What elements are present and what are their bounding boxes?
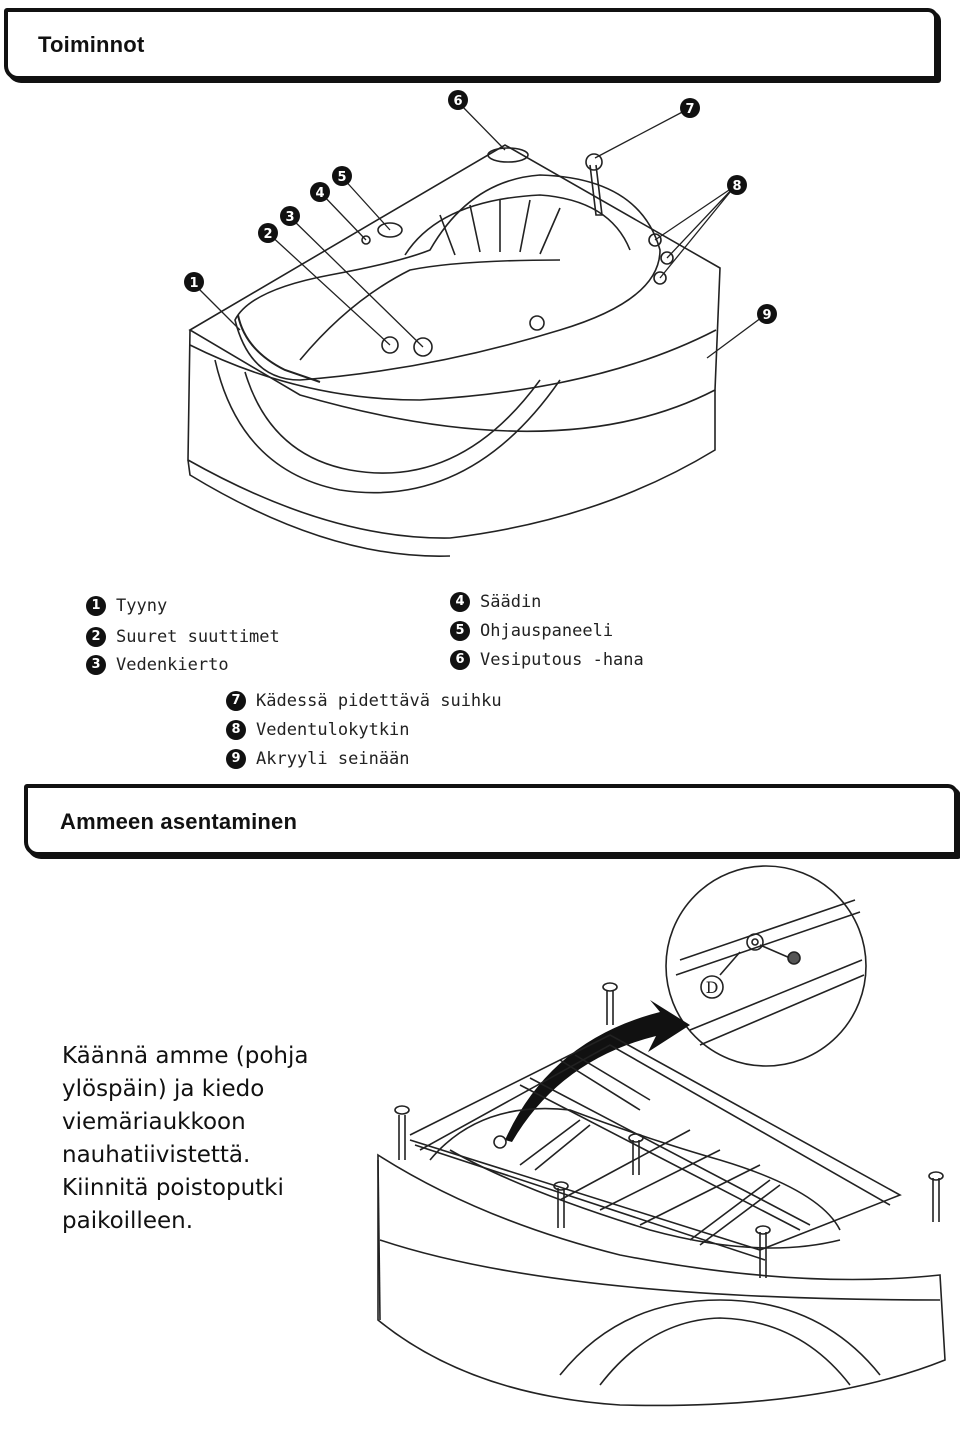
legend-number: 4 [450,592,470,612]
callout-6: 6 [453,94,462,109]
callout-5: 5 [337,170,346,185]
legend-number: 8 [226,720,246,740]
section-header-installation: Ammeen asentaminen [24,784,958,856]
legend-number: 3 [86,655,106,675]
legend-item-9: 9 Akryyli seinään [226,749,410,769]
legend-item-6: 6 Vesiputous -hana [450,650,644,670]
installation-instruction: Käännä amme (pohja ylöspäin) ja kiedo vi… [62,1040,372,1238]
detail-magnifier [665,865,867,1067]
instruction-line: ylöspäin) ja kiedo [62,1076,265,1102]
legend-label: Ohjauspaneeli [480,621,614,641]
installation-diagram: D [377,865,946,1407]
instruction-line: Käännä amme (pohja [62,1043,309,1069]
callout-4: 4 [315,186,324,201]
legend-label: Vedenkierto [116,655,229,675]
legend-number: 7 [226,691,246,711]
instruction-line: nauhatiivistettä. [62,1142,251,1168]
legend-item-8: 8 Vedentulokytkin [226,720,410,740]
legend-label: Vesiputous -hana [480,650,644,670]
legend-number: 2 [86,627,106,647]
legend-item-7: 7 Kädessä pidettävä suihku [226,691,502,711]
section-title: Toiminnot [38,32,145,57]
bathtub-features-diagram: 1 2 3 4 5 6 7 8 9 [184,90,777,557]
legend-label: Akryyli seinään [256,749,410,769]
section-title: Ammeen asentaminen [60,809,298,834]
instruction-line: Kiinnitä poistoputki [62,1175,284,1201]
legend-label: Suuret suuttimet [116,627,280,647]
legend-number: 1 [86,596,106,616]
callout-2: 2 [263,227,272,242]
instruction-line: viemäriaukkoon [62,1109,246,1135]
legend-number: 9 [226,749,246,769]
legend-item-3: 3 Vedenkierto [86,655,229,675]
legend-number: 5 [450,621,470,641]
legend-label: Kädessä pidettävä suihku [256,691,502,711]
section-header-functions: Toiminnot [4,8,938,80]
callout-9: 9 [762,308,771,323]
legend-item-5: 5 Ohjauspaneeli [450,621,613,641]
legend-label: Vedentulokytkin [256,720,410,740]
detail-label: D [706,978,719,997]
callout-7: 7 [685,102,694,117]
callout-8: 8 [732,179,741,194]
legend-item-2: 2 Suuret suuttimet [86,627,280,647]
arrow-icon [505,1000,690,1142]
legend-item-4: 4 Säädin [450,592,541,612]
callout-1: 1 [189,276,198,291]
legend-label: Säädin [480,592,542,612]
legend-label: Tyyny [116,596,168,616]
callout-3: 3 [285,210,294,225]
legend-item-1: 1 Tyyny [86,596,167,616]
legend-number: 6 [450,650,470,670]
parts-legend: 1 Tyyny 2 Suuret suuttimet 3 Vedenkierto… [86,592,644,769]
instruction-line: paikoilleen. [62,1208,194,1234]
